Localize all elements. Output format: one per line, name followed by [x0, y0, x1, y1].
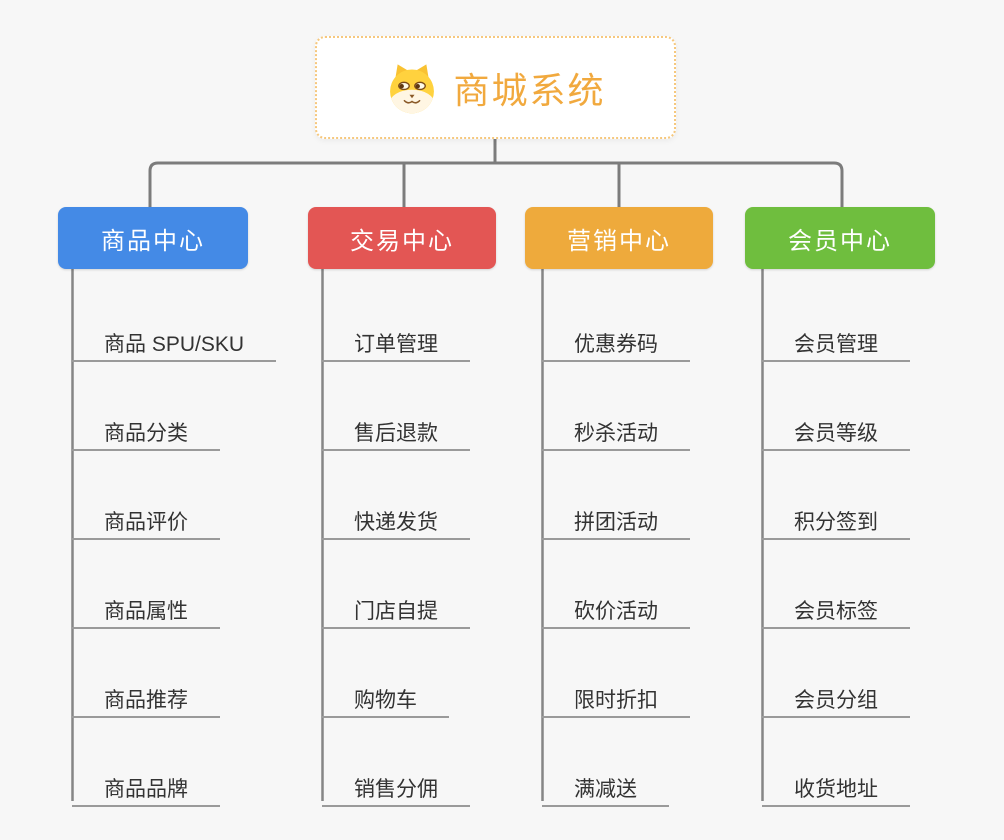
leaf-topic[interactable]: 商品 SPU/SKU — [72, 310, 277, 362]
leaf-topic[interactable]: 满减送 — [542, 755, 669, 807]
branch-header-member-center[interactable]: 会员中心 — [745, 207, 935, 269]
leaf-topic[interactable]: 售后退款 — [322, 399, 470, 451]
leaf-topic[interactable]: 会员标签 — [762, 577, 910, 629]
leaf-topic[interactable]: 商品推荐 — [72, 666, 220, 718]
leaf-topic[interactable]: 商品属性 — [72, 577, 220, 629]
leaf-topic[interactable]: 快递发货 — [322, 488, 470, 540]
leaf-topic[interactable]: 砍价活动 — [542, 577, 690, 629]
branch-header-marketing-center[interactable]: 营销中心 — [525, 207, 713, 269]
leaf-topic[interactable]: 秒杀活动 — [542, 399, 690, 451]
leaf-topic[interactable]: 会员等级 — [762, 399, 910, 451]
leaf-topic[interactable]: 优惠券码 — [542, 310, 690, 362]
leaf-topic[interactable]: 会员分组 — [762, 666, 910, 718]
leaf-topic[interactable]: 门店自提 — [322, 577, 470, 629]
branch-header-product-center[interactable]: 商品中心 — [58, 207, 248, 269]
leaf-topic[interactable]: 商品品牌 — [72, 755, 220, 807]
leaf-topic[interactable]: 订单管理 — [322, 310, 470, 362]
leaf-topic[interactable]: 拼团活动 — [542, 488, 690, 540]
leaf-topic[interactable]: 商品分类 — [72, 399, 220, 451]
leaf-topic[interactable]: 购物车 — [322, 666, 449, 718]
doge-icon — [390, 63, 435, 113]
leaf-topic[interactable]: 限时折扣 — [542, 666, 690, 718]
leaf-topic[interactable]: 积分签到 — [762, 488, 910, 540]
leaf-topic[interactable]: 商品评价 — [72, 488, 220, 540]
root-topic[interactable]: 商城系统 — [315, 36, 676, 139]
root-topic-label: 商城系统 — [453, 69, 606, 111]
branch-header-trade-center[interactable]: 交易中心 — [308, 207, 496, 269]
leaf-topic[interactable]: 收货地址 — [762, 755, 910, 807]
leaf-topic[interactable]: 销售分佣 — [322, 755, 470, 807]
leaf-topic[interactable]: 会员管理 — [762, 310, 910, 362]
